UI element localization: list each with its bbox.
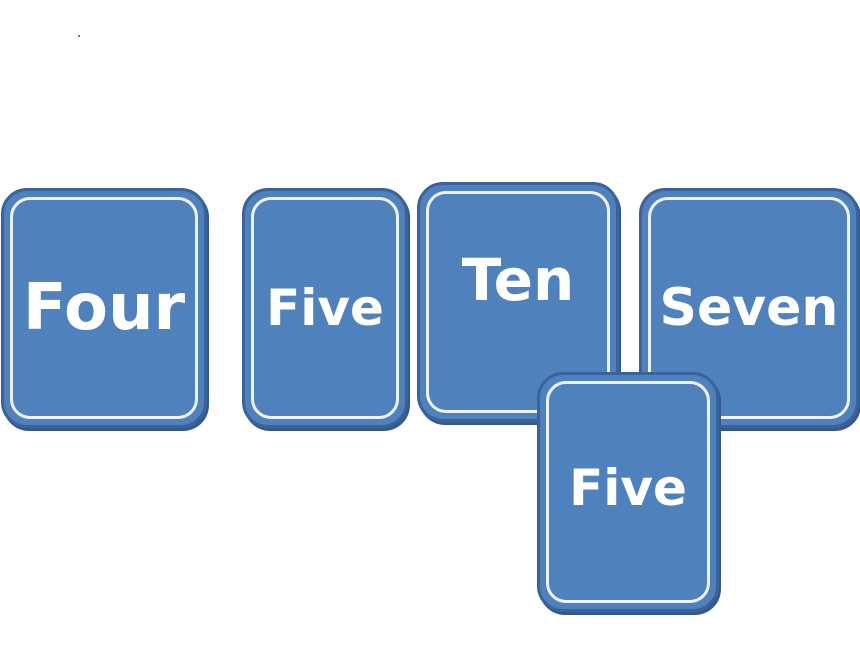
card-label: Five bbox=[266, 279, 384, 337]
card-label: Seven bbox=[659, 278, 839, 338]
number-card-seven[interactable]: Seven bbox=[639, 188, 859, 428]
number-card-ten[interactable]: Ten bbox=[417, 182, 619, 422]
number-card-four[interactable]: Four bbox=[1, 188, 207, 428]
card-inner-frame: Ten bbox=[426, 191, 610, 413]
card-label: Four bbox=[22, 271, 186, 345]
number-card-five-overlap[interactable]: Five bbox=[537, 372, 719, 612]
card-inner-frame: Seven bbox=[648, 197, 850, 419]
card-inner-frame: Five bbox=[251, 197, 399, 419]
number-card-five[interactable]: Five bbox=[242, 188, 408, 428]
card-inner-frame: Four bbox=[10, 197, 198, 419]
stray-dot bbox=[78, 35, 80, 37]
card-inner-frame: Five bbox=[546, 381, 710, 603]
card-label: Ten bbox=[461, 246, 575, 314]
card-label: Five bbox=[569, 459, 687, 517]
